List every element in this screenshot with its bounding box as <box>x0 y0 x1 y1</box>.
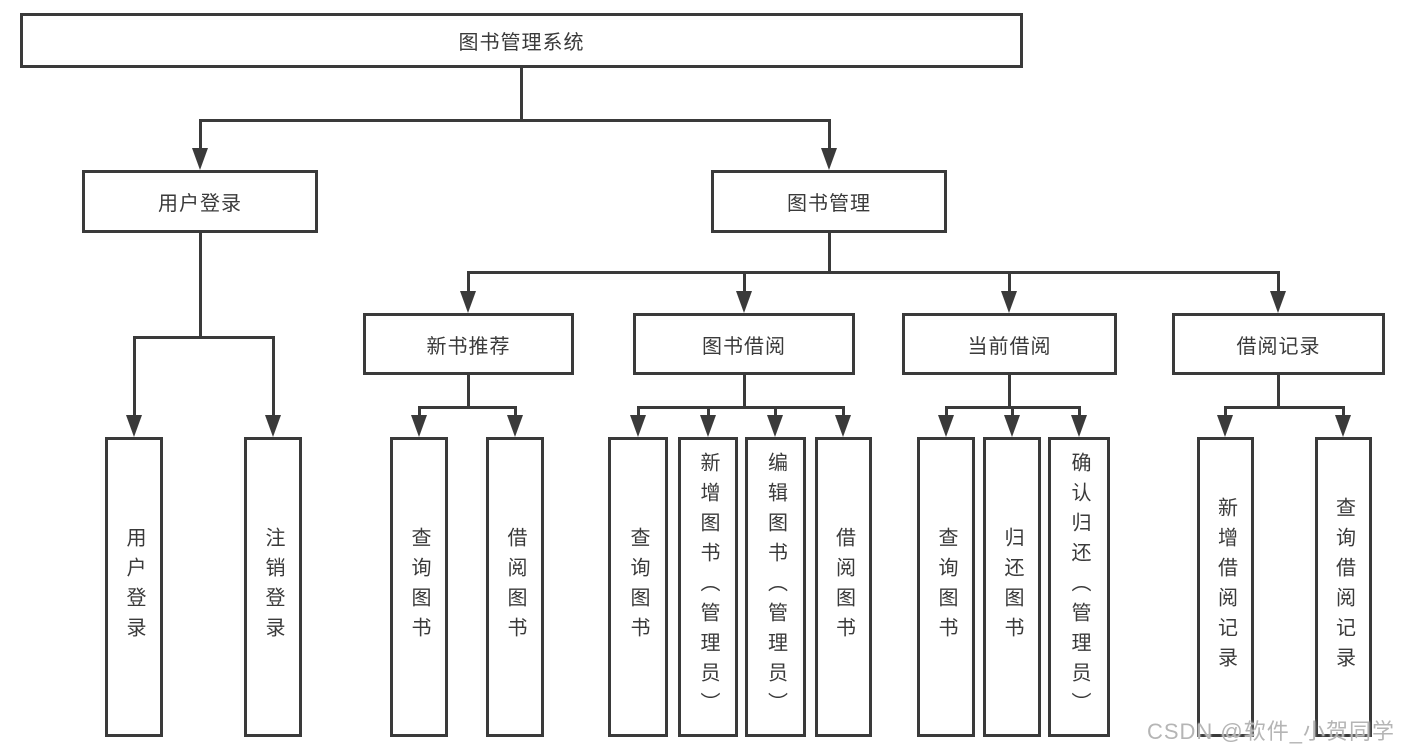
node-label: 归还图书 <box>1001 527 1023 647</box>
connector-hline <box>467 271 1279 274</box>
arrowhead-down-icon <box>265 415 281 437</box>
connector-vline <box>945 406 948 417</box>
arrowhead-down-icon <box>938 415 954 437</box>
connector-hline <box>637 406 844 409</box>
connector-vline <box>743 271 746 293</box>
node-current-borrowing: 当前借阅 <box>902 313 1117 375</box>
node-leaf-add-book-admin: 新增图书（管理员） <box>678 437 738 737</box>
node-borrowing-records: 借阅记录 <box>1172 313 1385 375</box>
connector-vline <box>637 406 640 417</box>
connector-hline <box>133 336 274 339</box>
node-book-management: 图书管理 <box>711 170 947 233</box>
connector-vline <box>774 406 777 417</box>
node-leaf-borrow-books-1: 借阅图书 <box>486 437 544 737</box>
node-leaf-user-login: 用户登录 <box>105 437 163 737</box>
node-leaf-query-books-1: 查询图书 <box>390 437 448 737</box>
arrowhead-down-icon <box>1217 415 1233 437</box>
connector-vline <box>1277 271 1280 293</box>
node-label: 确认归还（管理员） <box>1068 452 1090 722</box>
arrowhead-down-icon <box>1270 291 1286 313</box>
node-label: 用户登录 <box>123 527 145 647</box>
arrowhead-down-icon <box>767 415 783 437</box>
node-label: 借阅图书 <box>832 527 855 647</box>
arrowhead-down-icon <box>700 415 716 437</box>
connector-vline <box>1008 271 1011 293</box>
node-library-system: 图书管理系统 <box>20 13 1023 68</box>
node-book-borrowing: 图书借阅 <box>633 313 855 375</box>
connector-vline <box>272 336 275 417</box>
arrowhead-down-icon <box>460 291 476 313</box>
node-label: 查询图书 <box>935 527 957 647</box>
connector-hline <box>1224 406 1344 409</box>
node-label: 查询图书 <box>627 527 649 647</box>
connector-vline <box>467 271 470 293</box>
connector-vline <box>1342 406 1345 417</box>
arrowhead-down-icon <box>736 291 752 313</box>
node-leaf-query-borrow-record: 查询借阅记录 <box>1315 437 1372 737</box>
node-leaf-return-books: 归还图书 <box>983 437 1041 737</box>
arrowhead-down-icon <box>1004 415 1020 437</box>
arrowhead-down-icon <box>835 415 851 437</box>
node-label: 编辑图书（管理员） <box>764 452 787 722</box>
node-leaf-query-books-3: 查询图书 <box>917 437 975 737</box>
connector-vline <box>707 406 710 417</box>
connector-vline <box>467 374 470 408</box>
connector-vline <box>1277 375 1280 408</box>
arrowhead-down-icon <box>411 415 427 437</box>
connector-vline <box>743 375 746 408</box>
node-label: 新增借阅记录 <box>1214 497 1237 677</box>
node-label: 注销登录 <box>262 527 284 647</box>
connector-vline <box>828 119 831 150</box>
node-label: 查询图书 <box>408 527 430 647</box>
node-leaf-borrow-books-2: 借阅图书 <box>815 437 872 737</box>
connector-hline <box>418 406 516 409</box>
node-user-login: 用户登录 <box>82 170 318 233</box>
connector-vline <box>1224 406 1227 417</box>
node-leaf-edit-book-admin: 编辑图书（管理员） <box>745 437 806 737</box>
arrowhead-down-icon <box>192 148 208 170</box>
node-new-book-recommend: 新书推荐 <box>363 313 574 375</box>
watermark-text: CSDN @软件_小贺同学 <box>1146 719 1395 744</box>
connector-vline <box>514 406 517 417</box>
connector-vline <box>133 336 136 417</box>
connector-vline <box>520 68 523 121</box>
node-label: 新增图书（管理员） <box>697 452 719 722</box>
node-label: 借阅图书 <box>504 527 526 647</box>
arrowhead-down-icon <box>821 148 837 170</box>
connector-vline <box>199 119 202 150</box>
connector-hline <box>199 119 830 122</box>
node-label: 查询借阅记录 <box>1332 497 1355 677</box>
node-leaf-query-books-2: 查询图书 <box>608 437 668 737</box>
node-leaf-confirm-return-admin: 确认归还（管理员） <box>1048 437 1110 737</box>
connector-vline <box>1078 406 1081 417</box>
arrowhead-down-icon <box>630 415 646 437</box>
connector-vline <box>842 406 845 417</box>
arrowhead-down-icon <box>507 415 523 437</box>
connector-vline <box>828 233 831 274</box>
connector-vline <box>1011 406 1014 417</box>
node-leaf-logout: 注销登录 <box>244 437 302 737</box>
connector-vline <box>199 233 202 338</box>
connector-hline <box>945 406 1080 409</box>
arrowhead-down-icon <box>1001 291 1017 313</box>
arrowhead-down-icon <box>1071 415 1087 437</box>
arrowhead-down-icon <box>126 415 142 437</box>
connector-vline <box>1008 375 1011 408</box>
arrowhead-down-icon <box>1335 415 1351 437</box>
connector-vline <box>418 406 421 417</box>
node-leaf-add-borrow-record: 新增借阅记录 <box>1197 437 1254 737</box>
